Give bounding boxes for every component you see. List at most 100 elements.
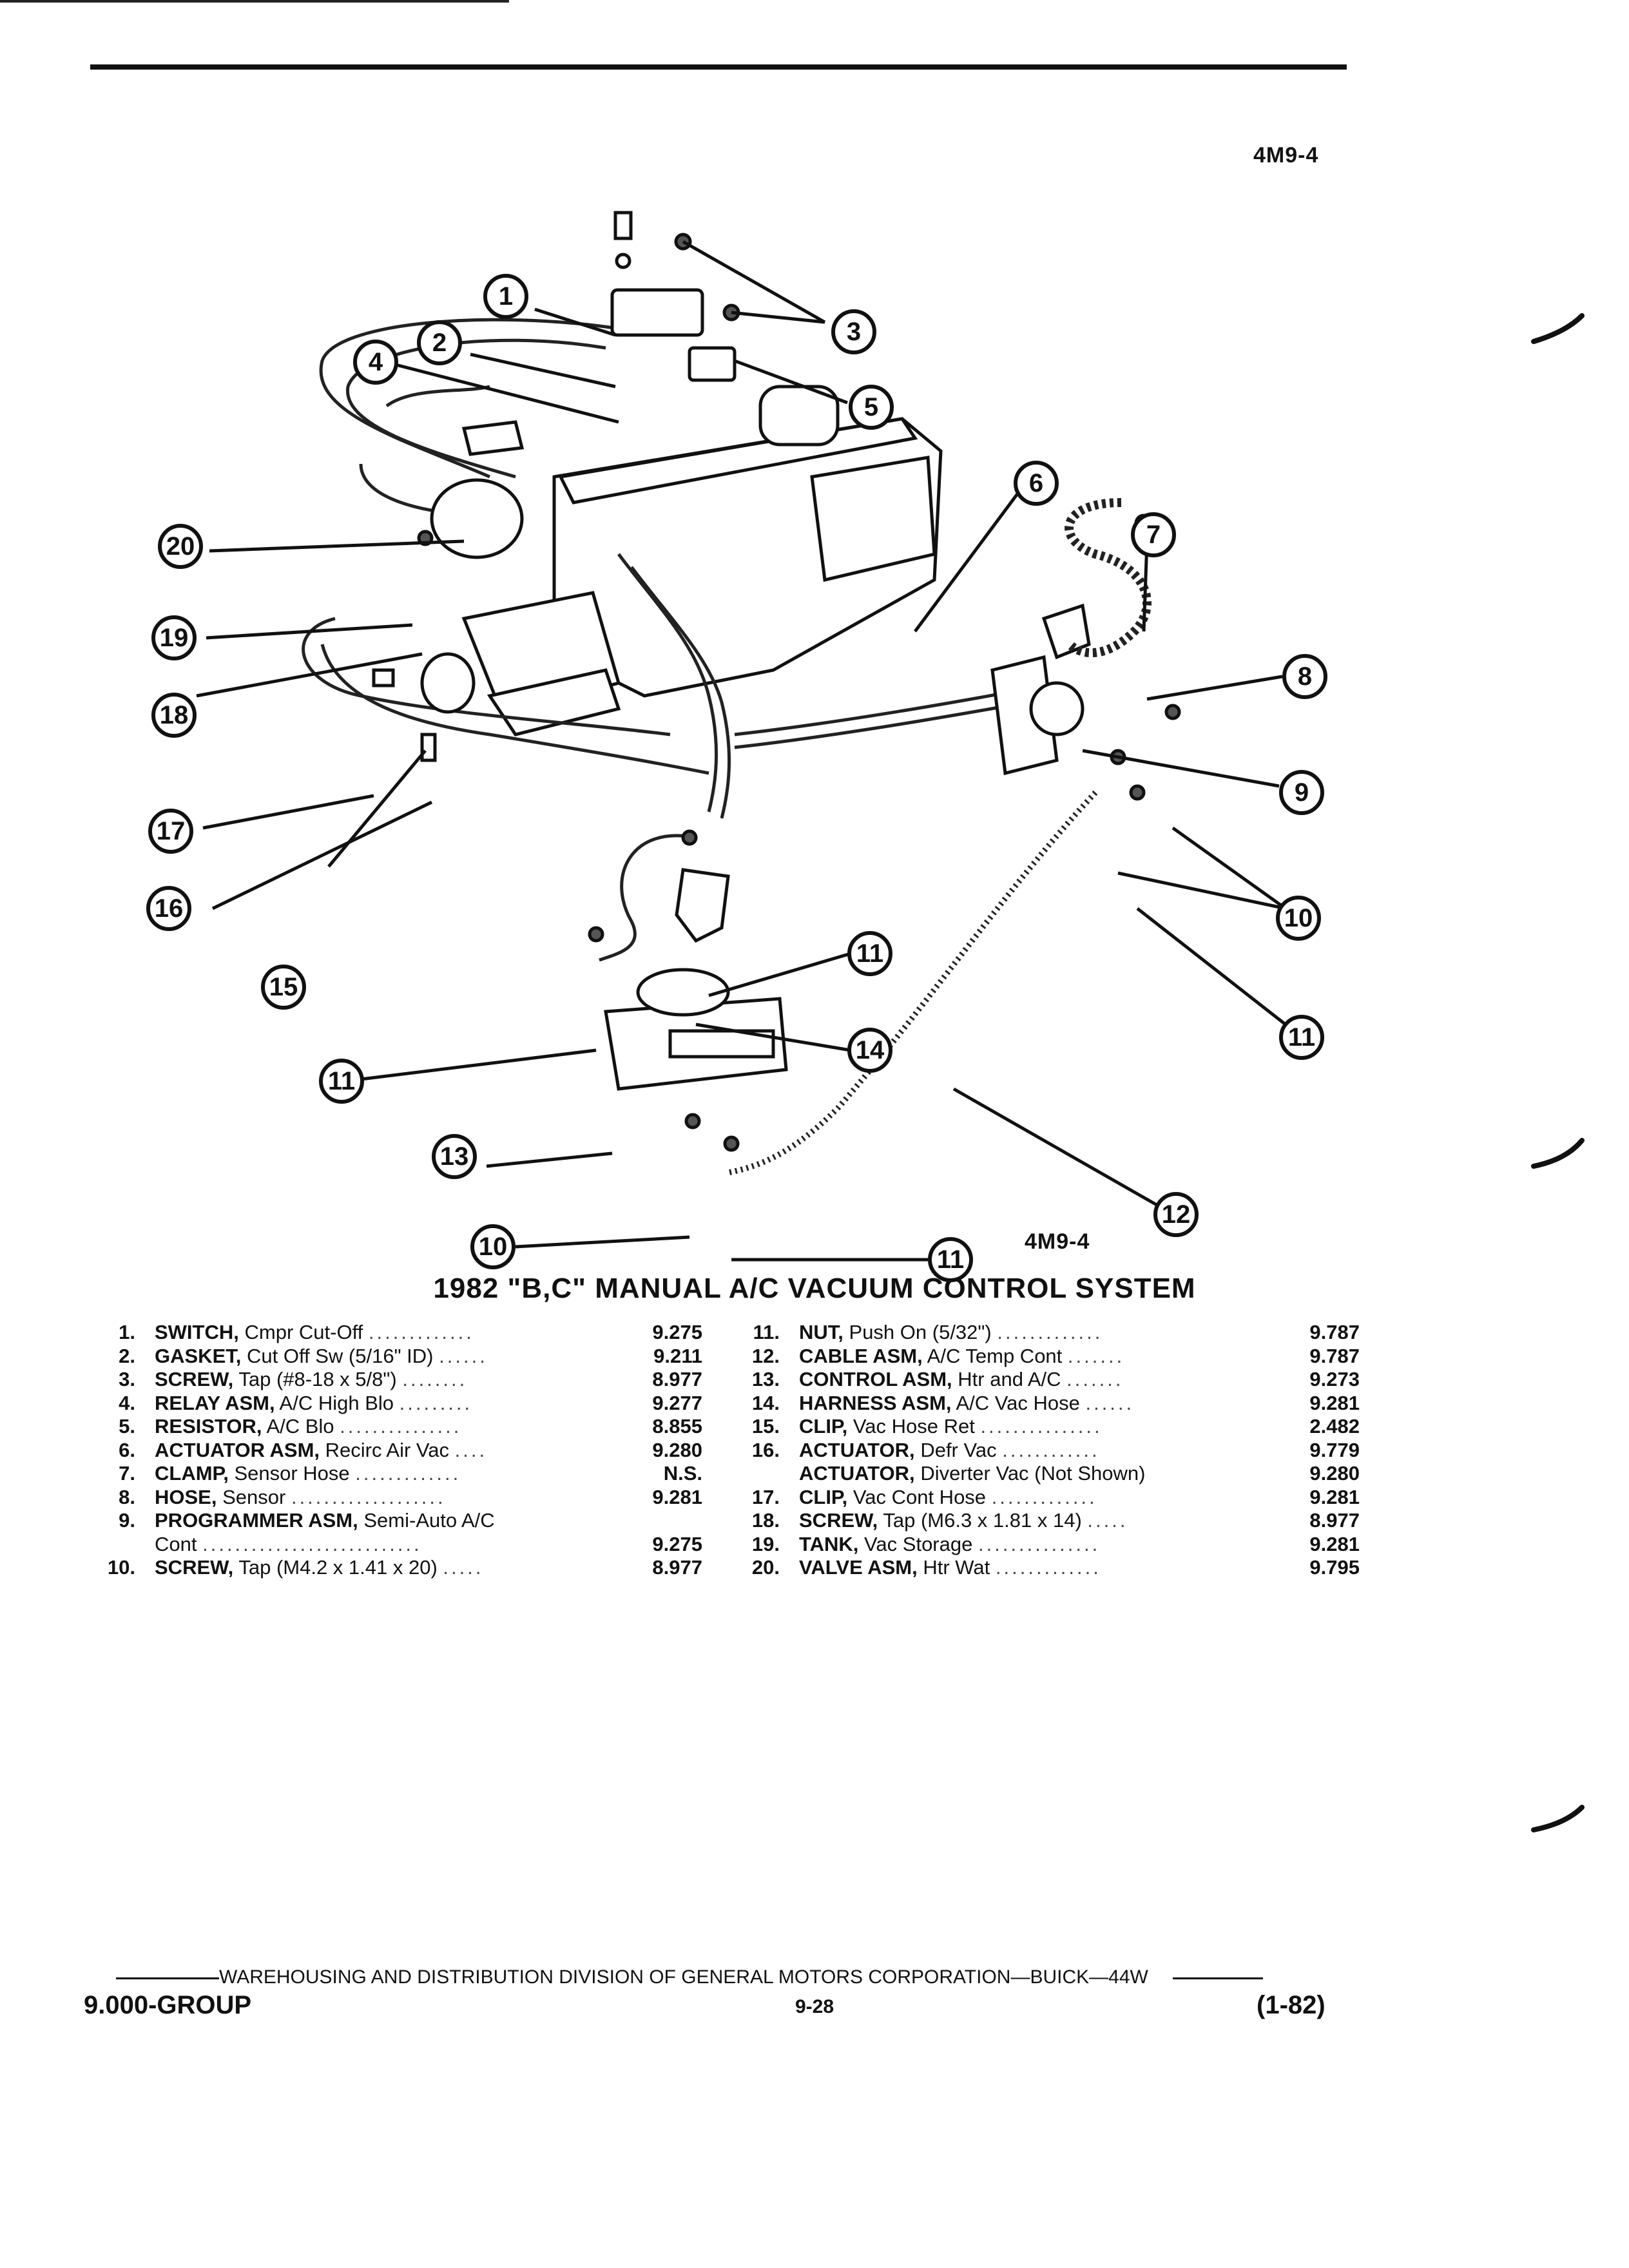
svg-text:19: 19 [160, 624, 189, 652]
heater-water-valve [461, 420, 525, 456]
part-detail: Recirc Air Vac [325, 1438, 450, 1461]
svg-text:11: 11 [937, 1245, 964, 1274]
svg-text:16: 16 [155, 894, 184, 923]
parts-list-left: 1.SWITCH, Cmpr Cut-Off .............9.27… [97, 1321, 702, 1580]
svg-text:12: 12 [1162, 1200, 1191, 1229]
callout-19: 19 [151, 615, 197, 660]
part-description: CLIP, Vac Cont Hose ............. [799, 1486, 1097, 1510]
part-description: CLAMP, Sensor Hose ............. [155, 1462, 461, 1486]
part-name: CABLE ASM, [799, 1344, 923, 1367]
leader-dots: ............. [991, 1485, 1097, 1508]
part-number: 5. [119, 1415, 135, 1437]
svg-text:17: 17 [157, 817, 186, 845]
parts-row: ACTUATOR, Diverter Vac (Not Shown) 9.280 [741, 1462, 1360, 1486]
part-detail: Semi-Auto A/C [363, 1509, 495, 1532]
parts-row: 5.RESISTOR, A/C Blo ...............8.855 [97, 1415, 702, 1439]
part-name: VALVE ASM, [799, 1556, 918, 1579]
vacuum-storage-tank [430, 478, 524, 559]
part-name: SCREW, [155, 1368, 234, 1390]
sensor-hose [1065, 498, 1152, 658]
group-code: 9.280 [1309, 1462, 1360, 1485]
leader-dots: ........ [402, 1368, 468, 1390]
defroster-actuator [420, 652, 476, 714]
part-detail: A/C Blo [266, 1415, 334, 1437]
svg-text:10: 10 [1284, 904, 1313, 932]
callout-13: 13 [432, 1134, 477, 1179]
callout-5: 5 [849, 385, 894, 430]
callout-8: 8 [1282, 654, 1327, 699]
parts-row: 11.NUT, Push On (5/32") .............9.7… [741, 1321, 1360, 1345]
parts-row: 8.HOSE, Sensor ...................9.281 [97, 1486, 702, 1510]
part-number: 11. [753, 1321, 780, 1343]
part-number: 7. [119, 1462, 135, 1485]
group-code: 2.482 [1309, 1415, 1360, 1437]
screw-10-bottom [684, 1113, 701, 1129]
group-code: 9.280 [652, 1438, 702, 1461]
binder-mark-1 [1531, 313, 1585, 344]
part-description: HARNESS ASM, A/C Vac Hose ...... [799, 1392, 1134, 1416]
part-number: 17. [751, 1485, 780, 1508]
part-description: SCREW, Tap (M4.2 x 1.41 x 20) ..... [155, 1556, 484, 1580]
group-code: 9.275 [652, 1321, 702, 1343]
svg-text:11: 11 [328, 1067, 355, 1095]
programmer-elbow [1041, 603, 1091, 660]
callout-17: 17 [148, 809, 193, 854]
nut-11a [681, 829, 698, 846]
binder-mark-2 [1531, 1138, 1585, 1169]
svg-text:20: 20 [166, 532, 195, 561]
part-detail: Htr Wat [923, 1556, 990, 1579]
parts-row: 18.SCREW, Tap (M6.3 x 1.81 x 14) .....8.… [741, 1509, 1360, 1533]
high-blower-relay [610, 288, 704, 337]
nut-11-right [1129, 784, 1146, 801]
nut-11b [588, 926, 604, 943]
leader-dots: ...... [439, 1344, 488, 1367]
group-code: 9.281 [652, 1485, 702, 1508]
part-description: CONTROL ASM, Htr and A/C ....... [799, 1368, 1123, 1392]
screw-10-right-a [1164, 704, 1181, 720]
callout-6: 6 [1014, 461, 1059, 506]
temp-cable [728, 790, 1098, 1176]
leader-dots: ................... [291, 1485, 446, 1508]
part-name: SCREW, [799, 1509, 878, 1532]
svg-text:11: 11 [856, 939, 883, 968]
part-description: RESISTOR, A/C Blo ............... [155, 1415, 461, 1439]
parts-row: 2.GASKET, Cut Off Sw (5/16" ID) ......9.… [97, 1345, 702, 1369]
parts-row: 16.ACTUATOR, Defr Vac ............9.779 [741, 1439, 1360, 1463]
figure-code-bottom: 4M9-4 [1025, 1229, 1090, 1254]
svg-text:10: 10 [479, 1233, 508, 1261]
part-name: GASKET, [155, 1344, 242, 1367]
part-name: RESISTOR, [155, 1415, 262, 1437]
svg-text:6: 6 [1029, 469, 1043, 497]
part-name: HARNESS ASM, [799, 1391, 952, 1414]
part-description: RELAY ASM, A/C High Blo ......... [155, 1392, 472, 1416]
leader-lines [196, 240, 1287, 1262]
programmer-motor [1029, 681, 1084, 736]
vac-hose-retainer-clip [420, 733, 437, 762]
switch-gasket [615, 253, 631, 269]
hose-main-1 [617, 553, 718, 812]
group-code: 9.281 [1309, 1391, 1360, 1414]
part-detail: Tap (#8-18 x 5/8") [238, 1368, 397, 1390]
part-detail: Vac Cont Hose [853, 1485, 987, 1508]
part-detail: Diverter Vac (Not Shown) [920, 1462, 1146, 1485]
part-description: ACTUATOR, Diverter Vac (Not Shown) [799, 1462, 1145, 1486]
part-description: CABLE ASM, A/C Temp Cont ....... [799, 1345, 1124, 1369]
part-detail: Htr and A/C [958, 1368, 1061, 1390]
part-number: 15. [751, 1415, 780, 1437]
top-edge-rule [0, 0, 509, 3]
exploded-diagram: 1 2 3 4 5 6 7 8 9 10 11 12 13 14 15 16 1… [146, 211, 1585, 1282]
leader-dots: ............. [995, 1556, 1101, 1579]
parts-row: 7.CLAMP, Sensor Hose .............N.S. [97, 1462, 702, 1486]
hose-bundle-f [320, 644, 709, 775]
part-detail: Tap (M6.3 x 1.81 x 14) [883, 1509, 1082, 1532]
callout-10-right: 10 [1276, 896, 1321, 941]
part-name: RELAY ASM, [155, 1391, 275, 1414]
parts-row: 1.SWITCH, Cmpr Cut-Off .............9.27… [97, 1321, 702, 1345]
leader-dots: ............. [997, 1321, 1103, 1343]
leader-dots: ..... [1087, 1509, 1128, 1532]
part-detail: A/C Temp Cont [927, 1344, 1063, 1367]
parts-row: 3.SCREW, Tap (#8-18 x 5/8") ........8.97… [97, 1368, 702, 1392]
leader-dots: ............... [340, 1415, 462, 1437]
group-code: 9.275 [652, 1532, 702, 1555]
footer-division-text: WAREHOUSING AND DISTRIBUTION DIVISION OF… [219, 1966, 1148, 1988]
